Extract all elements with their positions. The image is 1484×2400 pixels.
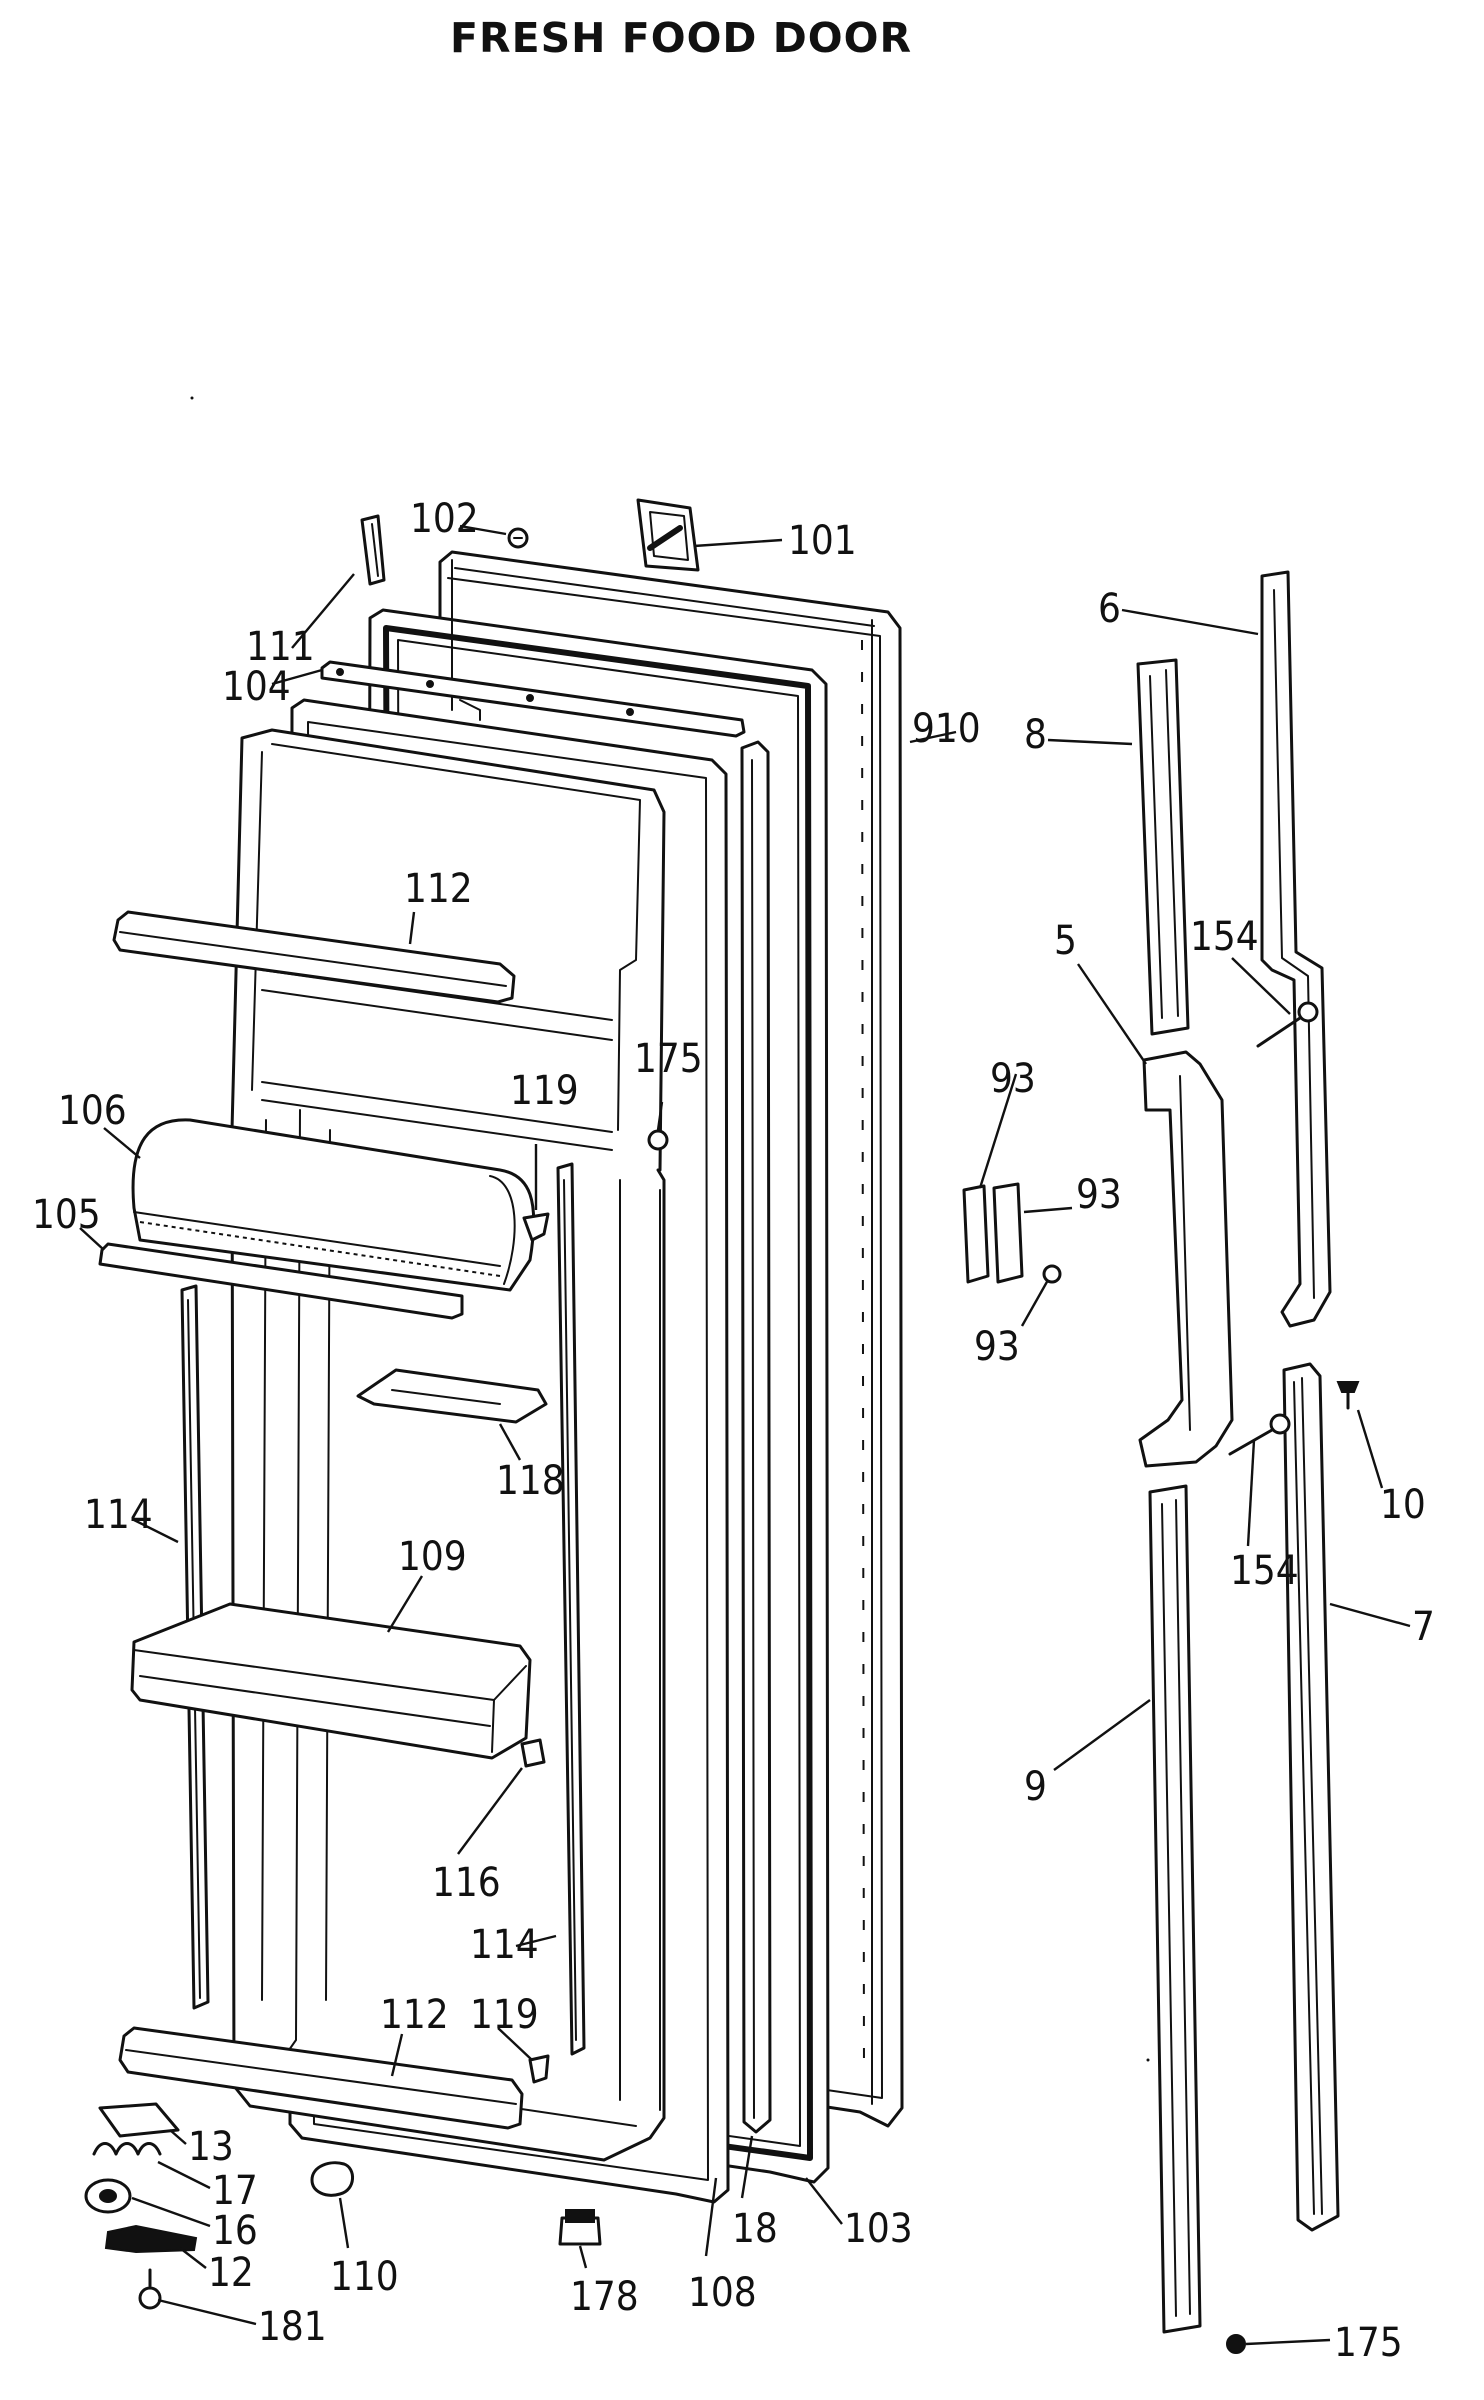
handle-trim-8 bbox=[1136, 658, 1190, 1036]
part-label-7: 7 bbox=[1412, 1604, 1435, 1650]
part-label-104: 104 bbox=[222, 664, 291, 710]
handle-trim-7 bbox=[1282, 1362, 1340, 2232]
part-label-16: 16 bbox=[212, 2208, 258, 2254]
part-label-154-lower: 154 bbox=[1230, 1548, 1299, 1594]
screw-175-door bbox=[647, 1129, 669, 1151]
part-label-112-upper: 112 bbox=[404, 866, 473, 912]
part-label-108: 108 bbox=[688, 2270, 757, 2316]
screw-181 bbox=[138, 2268, 162, 2310]
part-13 bbox=[98, 2102, 180, 2138]
handle-5 bbox=[1138, 1050, 1234, 1468]
handle-trim-6 bbox=[1260, 570, 1332, 1328]
part-label-114-left: 114 bbox=[84, 1492, 153, 1538]
clip-119-upper bbox=[522, 1212, 550, 1242]
part-label-93-b: 93 bbox=[1076, 1172, 1122, 1218]
part-label-102: 102 bbox=[410, 496, 479, 542]
shelf-bar-lower bbox=[118, 2026, 524, 2130]
screw-154-upper bbox=[1256, 1001, 1319, 1048]
part-label-5: 5 bbox=[1054, 918, 1077, 964]
shelf-bar-upper bbox=[112, 910, 516, 1004]
part-label-6: 6 bbox=[1098, 586, 1121, 632]
part-label-111: 111 bbox=[246, 624, 315, 670]
handle-trim-9 bbox=[1148, 1484, 1202, 2334]
part-label-109: 109 bbox=[398, 1534, 467, 1580]
part-16 bbox=[84, 2178, 132, 2214]
screw-93 bbox=[1042, 1264, 1062, 1284]
part-label-178: 178 bbox=[570, 2274, 639, 2320]
screw-154-lower bbox=[1228, 1413, 1291, 1456]
screw-102 bbox=[507, 527, 529, 549]
part-label-9: 9 bbox=[1024, 1764, 1047, 1810]
dairy-cover bbox=[131, 1118, 536, 1292]
part-label-118: 118 bbox=[496, 1458, 565, 1504]
part-110 bbox=[310, 2161, 354, 2197]
part-label-175-door: 175 bbox=[634, 1036, 703, 1082]
part-label-8: 8 bbox=[1024, 712, 1047, 758]
hinge-pin-111 bbox=[360, 514, 386, 586]
screw-10 bbox=[1336, 1381, 1360, 1410]
part-label-119-upper: 119 bbox=[510, 1068, 579, 1114]
part-label-181: 181 bbox=[258, 2304, 327, 2350]
part-label-93-c: 93 bbox=[974, 1324, 1020, 1370]
part-178 bbox=[558, 2209, 602, 2246]
part-labels: 101 102 111 104 910 6 8 112 5 154 93 93 … bbox=[32, 496, 1435, 2366]
part-label-106: 106 bbox=[58, 1088, 127, 1134]
part-label-175-bottom: 175 bbox=[1334, 2320, 1403, 2366]
part-label-105: 105 bbox=[32, 1192, 101, 1238]
part-label-119-lower: 119 bbox=[470, 1992, 539, 2038]
part-label-93-a: 93 bbox=[990, 1056, 1036, 1102]
diagram-title: FRESH FOOD DOOR bbox=[450, 14, 912, 62]
egg-tray bbox=[356, 1368, 548, 1424]
part-label-112-lower: 112 bbox=[380, 1992, 449, 2038]
part-label-116: 116 bbox=[432, 1860, 501, 1906]
inner-door-liner bbox=[230, 728, 666, 2162]
plate-93-a bbox=[962, 1184, 990, 1284]
breaker-strip bbox=[740, 740, 772, 2134]
part-label-12: 12 bbox=[208, 2250, 254, 2296]
part-12 bbox=[104, 2224, 198, 2254]
part-label-17: 17 bbox=[212, 2168, 258, 2214]
dairy-door-handle bbox=[636, 498, 700, 572]
part-17 bbox=[92, 2142, 162, 2156]
screw-175-bottom bbox=[1226, 2334, 1246, 2354]
part-label-910: 910 bbox=[912, 706, 981, 752]
part-label-110: 110 bbox=[330, 2254, 399, 2300]
door-bin bbox=[130, 1602, 532, 1760]
clip-116 bbox=[520, 1738, 546, 1768]
part-label-10: 10 bbox=[1380, 1482, 1426, 1528]
part-label-18: 18 bbox=[732, 2206, 778, 2252]
leader-lines bbox=[79, 524, 1411, 2346]
part-label-114-right: 114 bbox=[470, 1922, 539, 1968]
plate-93-b bbox=[992, 1182, 1024, 1284]
dairy-lip bbox=[98, 1242, 464, 1320]
part-label-103: 103 bbox=[844, 2206, 913, 2252]
clip-119-lower bbox=[528, 2054, 550, 2084]
part-label-13: 13 bbox=[188, 2124, 234, 2170]
part-label-154-upper: 154 bbox=[1190, 914, 1259, 960]
top-strip bbox=[320, 660, 746, 738]
shelf-rail-right bbox=[556, 1162, 586, 2056]
part-label-101: 101 bbox=[788, 518, 857, 564]
